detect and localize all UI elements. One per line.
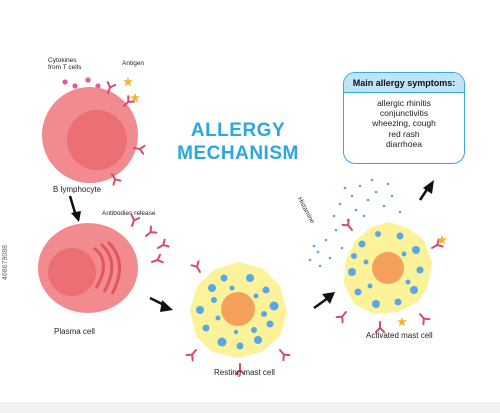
- symptom-item: diarrhoea: [386, 138, 422, 149]
- symptoms-box: Main allergy symptoms: allergic rhinitis…: [343, 72, 465, 164]
- cytokines-label: Cytokines from T cells: [48, 57, 82, 72]
- arrow-icon: [313, 292, 335, 310]
- page-title: ALLERGY MECHANISM: [168, 120, 308, 166]
- arrow-icon: [418, 180, 434, 201]
- title-line-2: MECHANISM: [177, 142, 299, 164]
- symptoms-heading: Main allergy symptoms:: [344, 73, 464, 93]
- resting-mast-cell-label: Resting mast cell: [214, 368, 275, 377]
- arrow-icon: [68, 195, 81, 222]
- bottom-strip: [0, 402, 500, 413]
- antigen-icon: [123, 77, 140, 103]
- antigen-label: Antigen: [122, 60, 145, 67]
- activated-mast-cell: [335, 218, 447, 333]
- title-line-1: ALLERGY: [190, 120, 286, 141]
- plasma-cell: [38, 214, 170, 313]
- symptom-item: conjunctivitis: [379, 108, 429, 119]
- symptoms-list: allergic rhinitis conjunctivitis wheezin…: [344, 98, 464, 149]
- resting-mast-cell: [185, 260, 291, 375]
- plasma-cell-label: Plasma cell: [54, 327, 95, 336]
- stock-id: 468679088: [2, 244, 9, 280]
- b-lymphocyte-cell: [42, 81, 146, 186]
- symptom-item: red rash: [388, 128, 420, 139]
- activated-mast-cell-label: Activated mast cell: [366, 331, 433, 340]
- antibodies-release-label: Antibodies release: [102, 210, 156, 217]
- b-lymphocyte-label: B lymphocyte: [53, 185, 102, 194]
- symptom-item: allergic rhinitis: [377, 98, 431, 108]
- symptom-item: wheezing, cough: [372, 118, 436, 129]
- arrow-icon: [149, 296, 173, 312]
